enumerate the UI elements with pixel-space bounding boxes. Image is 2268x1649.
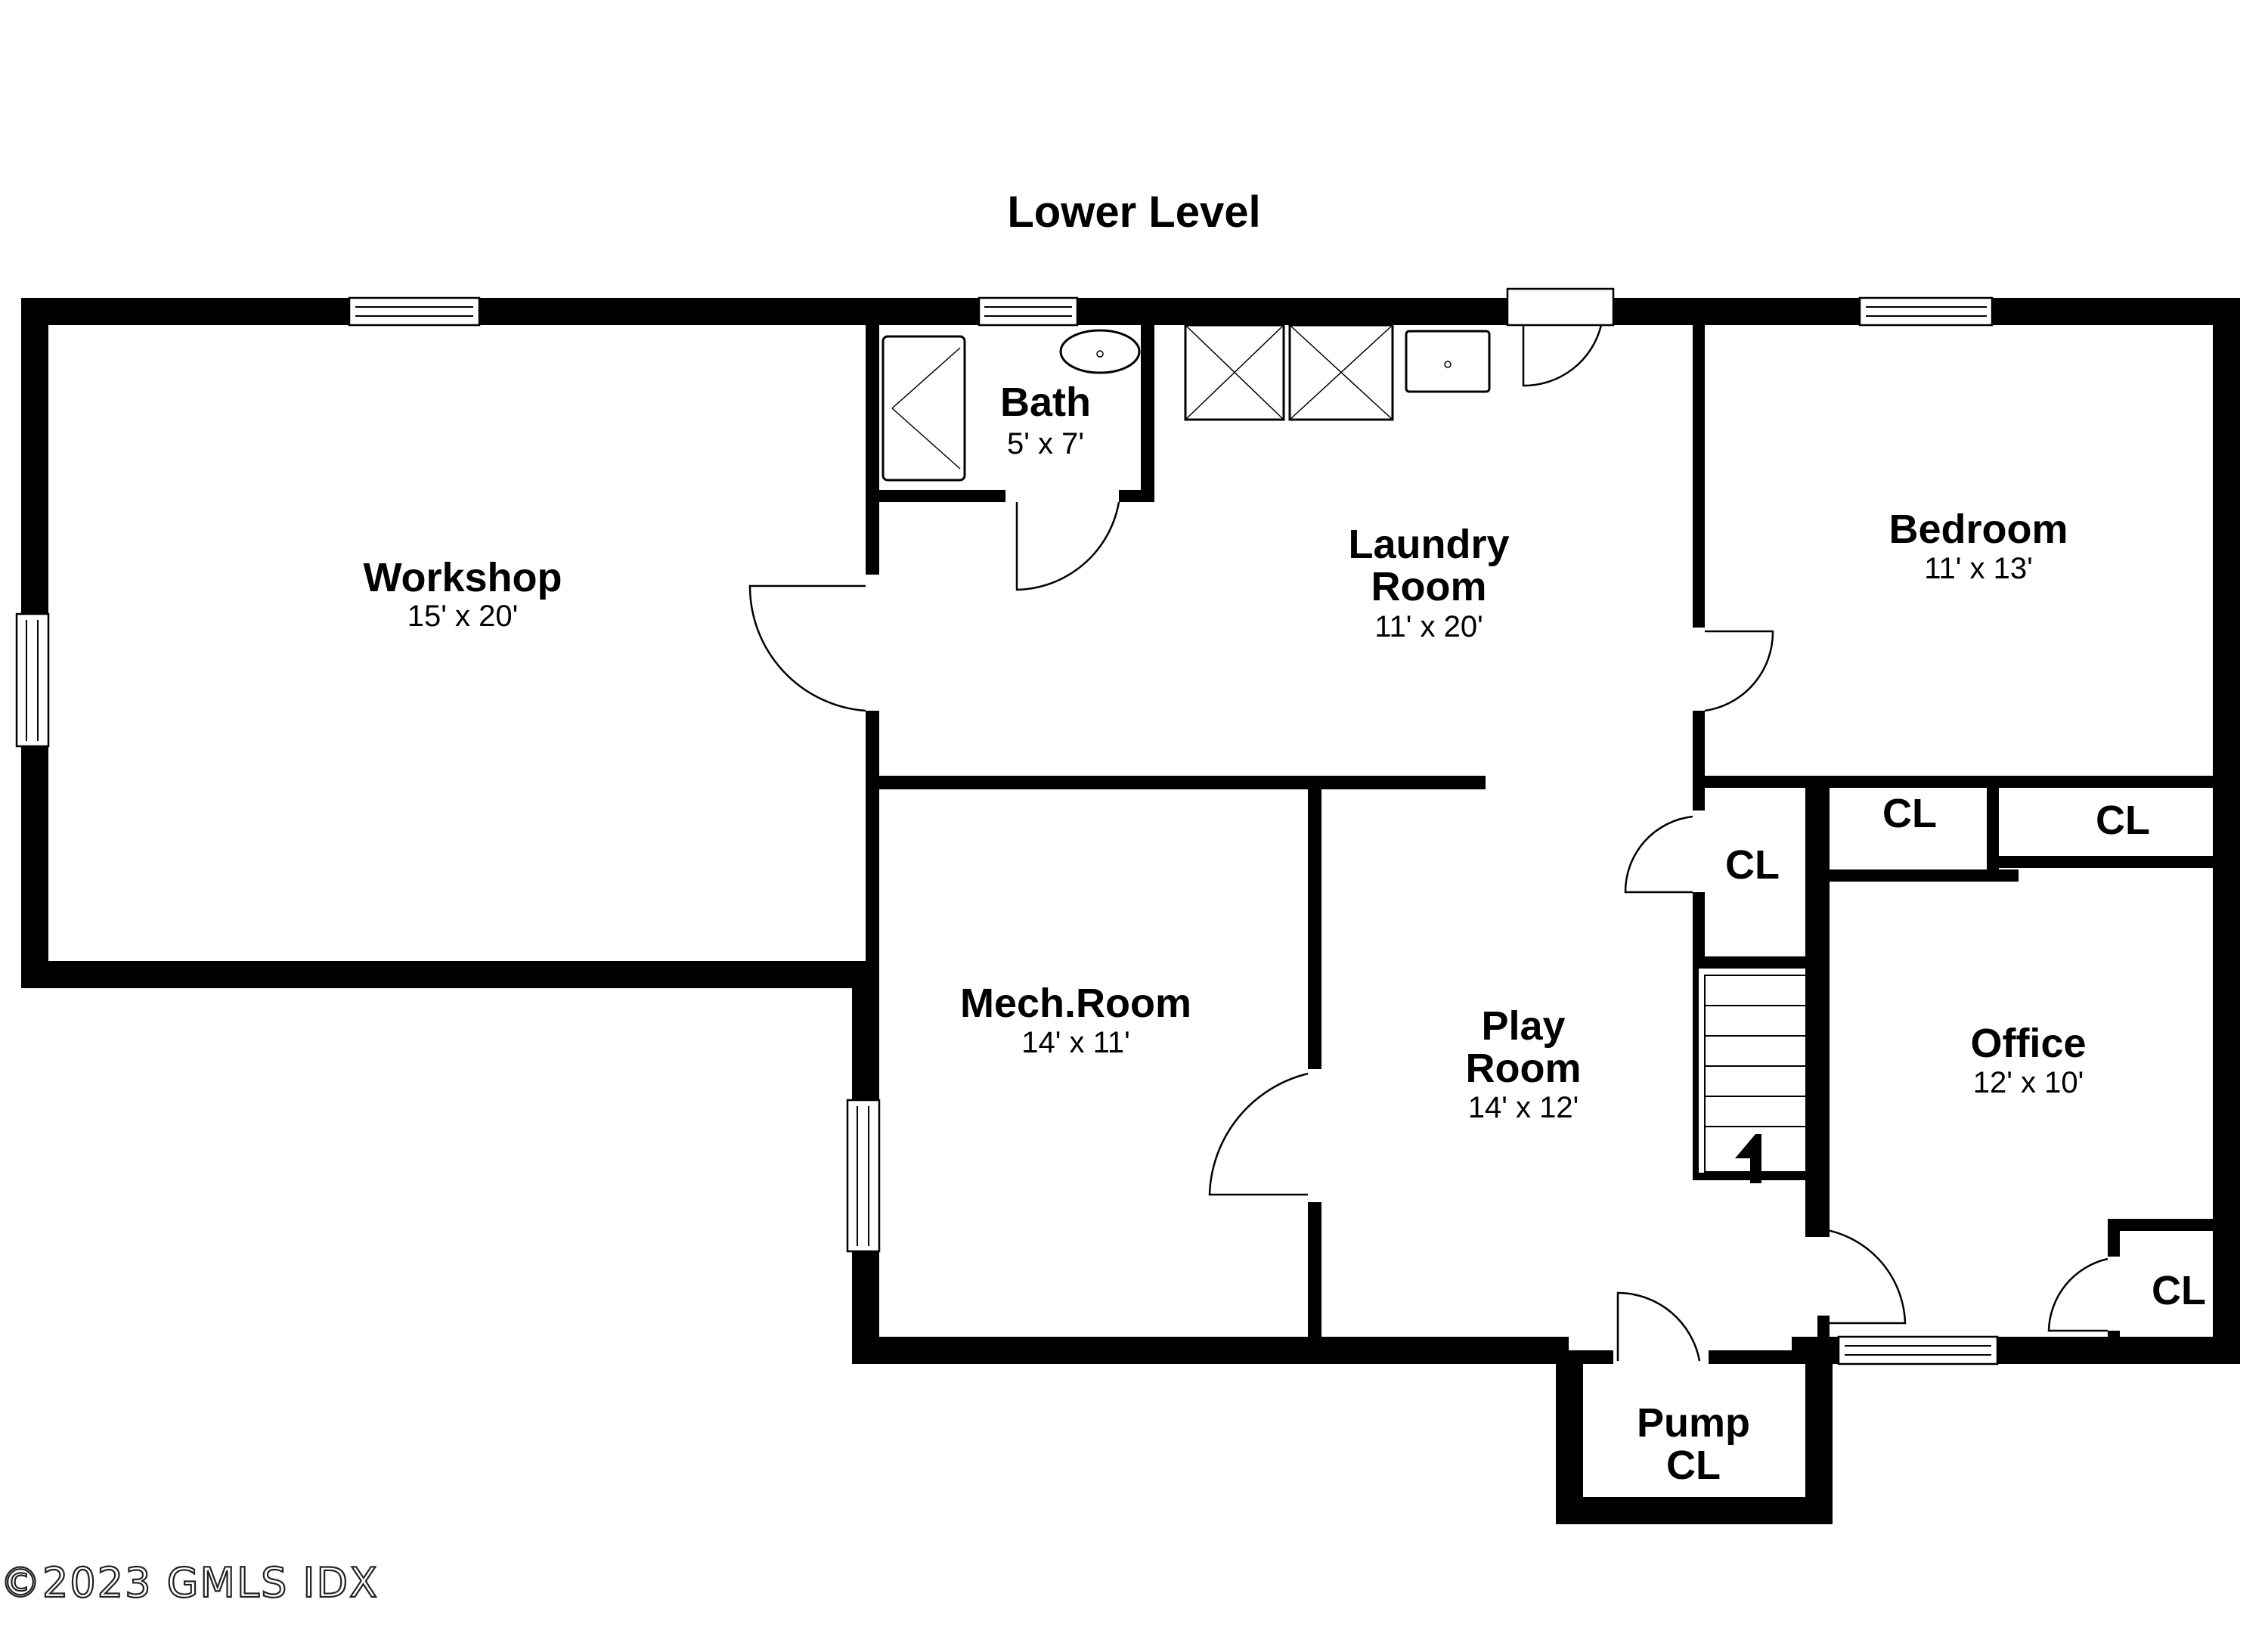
office-label: Office [1970, 1021, 2086, 1066]
office-size: 12' x 10' [1973, 1066, 2084, 1099]
doors [748, 324, 2213, 1362]
mech-room-label: Mech.Room [960, 981, 1191, 1026]
copyright-watermark: ©2023 GMLS IDX [0, 1559, 379, 1607]
workshop-size: 15' x 20' [407, 600, 518, 633]
plan-title: Lower Level [1007, 188, 1260, 237]
closet-label-office-top: CL [2096, 798, 2150, 843]
play-room-size: 14' x 12' [1468, 1091, 1579, 1124]
fixtures [881, 324, 1811, 1183]
bath-size: 5' x 7' [1007, 427, 1084, 460]
walls [21, 298, 2240, 1524]
bath-label: Bath [1000, 380, 1091, 425]
workshop-label: Workshop [363, 555, 562, 600]
bedroom-label: Bedroom [1888, 507, 2068, 552]
bedroom-size: 11' x 13' [1924, 552, 2033, 585]
closet-label-office: CL [2152, 1268, 2206, 1313]
stair-up-arrow-icon [1735, 1134, 1761, 1183]
windows [15, 287, 1999, 1365]
mech-room-size: 14' x 11' [1021, 1026, 1130, 1059]
closet-label-bedroom: CL [1882, 791, 1937, 836]
closet-label-stair: CL [1725, 842, 1780, 888]
laundry-size: 11' x 20' [1374, 610, 1483, 643]
